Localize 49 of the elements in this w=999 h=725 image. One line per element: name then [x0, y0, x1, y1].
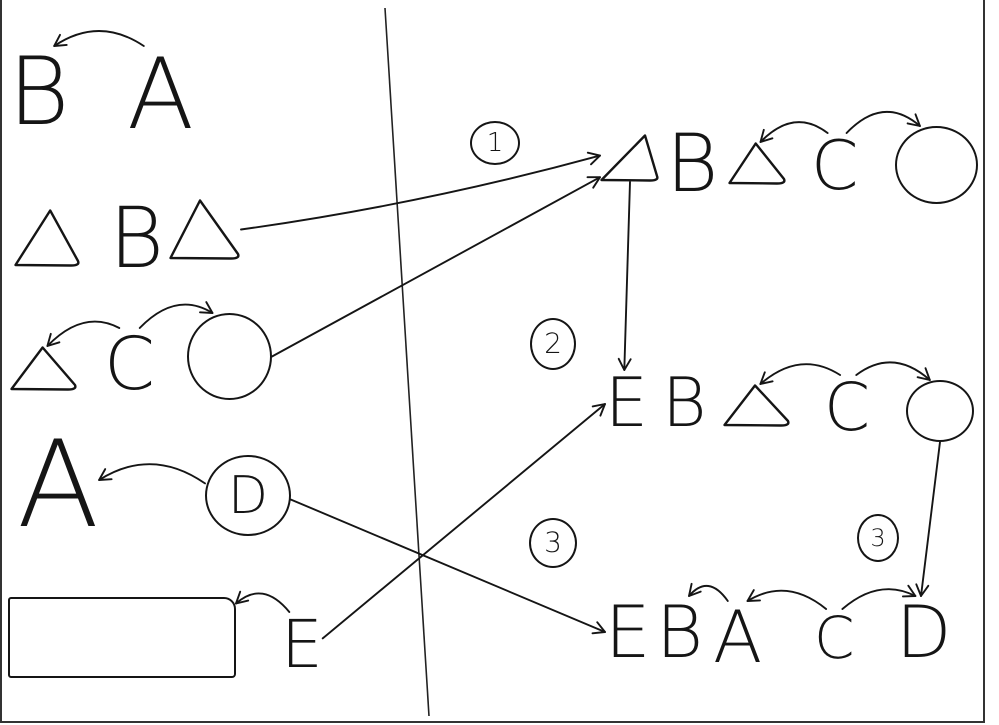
step-number: 1 [470, 121, 520, 165]
letter-text: B [666, 124, 718, 204]
letter-text: A [127, 46, 194, 144]
letter-text: B [8, 46, 70, 140]
triangle-shape [723, 384, 791, 427]
letter-text: D [896, 596, 952, 668]
letter-text: E [281, 612, 323, 678]
step-number: 3 [857, 514, 899, 562]
circled-letter: D [205, 455, 291, 536]
letter-text: C [811, 133, 858, 201]
arrow [915, 441, 941, 597]
curved-arrow [240, 152, 601, 230]
circle-shape [895, 126, 978, 204]
circle-shape [187, 313, 272, 400]
curved-arrow [98, 463, 206, 484]
triangle-shape [169, 199, 241, 260]
letter-text: E [605, 596, 650, 668]
curved-arrow [138, 301, 214, 329]
letter-text: C [824, 375, 870, 441]
step-number: 3 [529, 518, 577, 568]
letter-text: C [814, 609, 854, 667]
curved-arrow [846, 110, 921, 134]
triangle-shape [14, 209, 81, 267]
letter-text: B [656, 596, 704, 668]
letter-text: B [109, 196, 164, 280]
triangle-shape [728, 142, 787, 185]
arrow [322, 403, 606, 640]
circle-shape [906, 380, 974, 442]
curved-arrow [235, 590, 290, 613]
curved-arrow [841, 584, 916, 610]
step-number: 2 [530, 318, 576, 370]
rectangle-shape [8, 597, 236, 678]
curved-arrow [855, 362, 931, 381]
curved-arrow [53, 30, 145, 47]
curved-arrow [759, 363, 842, 385]
curved-arrow [46, 320, 120, 347]
triangle-shape [10, 346, 78, 391]
triangle-shape [600, 134, 660, 182]
curved-arrow [688, 582, 729, 602]
letter-text: C [104, 328, 155, 401]
letter-text: A [713, 601, 762, 673]
curved-arrow [746, 589, 828, 610]
curved-arrow [760, 121, 829, 143]
arrow [271, 176, 601, 358]
letter-text: E [605, 370, 648, 438]
arrow [290, 498, 606, 634]
letter-text: B [662, 370, 707, 438]
arrow [618, 181, 632, 371]
letter-text: A [17, 426, 100, 546]
